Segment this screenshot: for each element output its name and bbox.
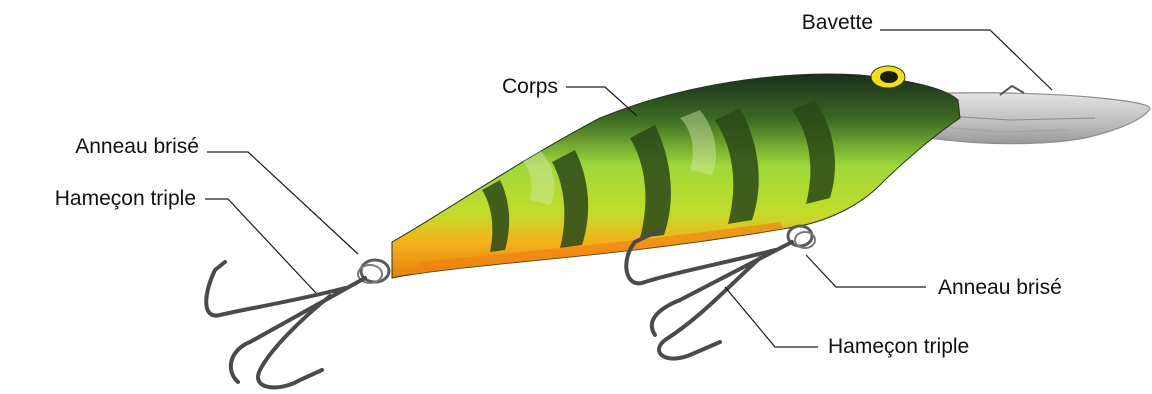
label-bavette: Bavette: [802, 11, 873, 34]
label-anneau-brise-left: Anneau brisé: [75, 135, 199, 158]
label-corps: Corps: [502, 75, 558, 98]
eye-icon: [871, 66, 905, 88]
belly-treble-hook: [626, 230, 792, 359]
leader-anneau-brise-left: [207, 152, 358, 254]
body-shape: [392, 74, 960, 278]
leader-hamecon-triple-left: [205, 199, 316, 293]
leader-hamecon-triple-right: [725, 287, 818, 347]
rear-treble-hook: [206, 262, 365, 387]
lure-illustration: [206, 66, 1150, 387]
belly-split-ring: [788, 226, 815, 248]
label-hamecon-triple-left: Hameçon triple: [55, 187, 196, 210]
label-anneau-brise-right: Anneau brisé: [938, 276, 1062, 299]
leader-anneau-brise-right: [806, 255, 926, 287]
label-hamecon-triple-right: Hameçon triple: [828, 335, 969, 358]
